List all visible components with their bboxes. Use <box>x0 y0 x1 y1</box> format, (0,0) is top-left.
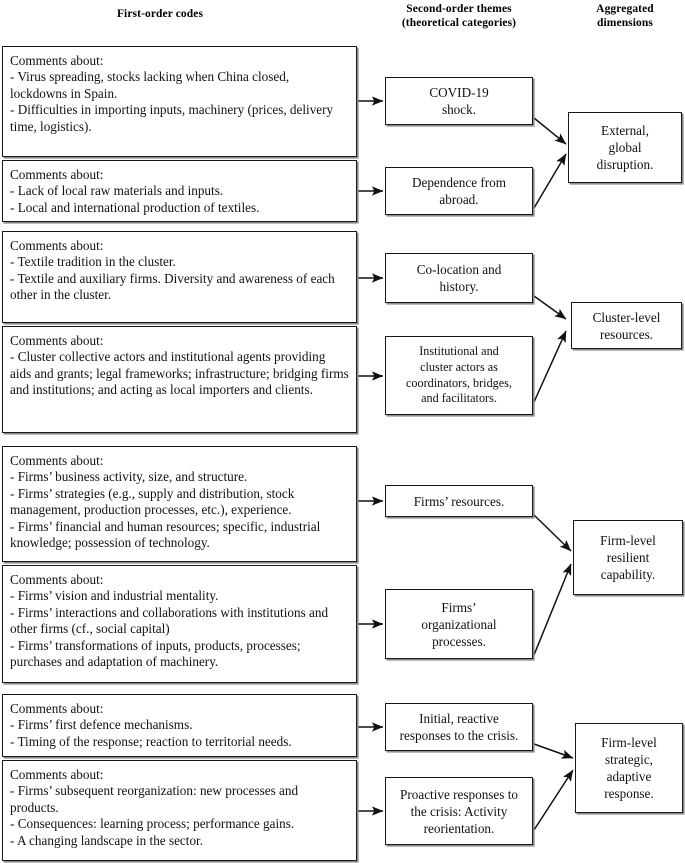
second-order-theme-text: Co-location and history. <box>416 262 502 294</box>
aggregated-dimension-box: Cluster-level resources. <box>571 302 682 349</box>
aggregated-dimension-text: External, global disruption. <box>596 123 654 172</box>
first-order-code-box: Comments about: - Firms’ subsequent reor… <box>2 760 357 861</box>
second-order-theme-box: Dependence from abroad. <box>385 167 533 215</box>
second-order-theme-box: COVID-19 shock. <box>385 77 533 125</box>
first-order-code-text: Comments about: - Lack of local raw mate… <box>10 167 260 215</box>
second-order-theme-text: Dependence from abroad. <box>411 175 507 207</box>
second-order-theme-box: Firms’ organizational processes. <box>385 589 533 659</box>
first-order-code-text: Comments about: - Cluster collective act… <box>10 333 349 398</box>
second-order-theme-text: COVID-19 shock. <box>429 85 489 117</box>
second-order-theme-text: Firms’ organizational processes. <box>421 599 497 649</box>
aggregated-dimension-box: Firm-level resilient capability. <box>573 520 683 595</box>
link-so5-ag3 <box>533 514 572 552</box>
second-order-theme-box: Proactive responses to the crisis: Activ… <box>385 777 533 845</box>
link-so4-ag2 <box>533 330 567 403</box>
first-order-code-box: Comments about: - Firms’ vision and indu… <box>2 565 357 683</box>
first-order-code-box: Comments about: - Firms’ first defence m… <box>2 694 357 757</box>
link-so2-ag1 <box>533 153 567 209</box>
second-order-theme-box: Institutional and cluster actors as coor… <box>385 336 533 415</box>
first-order-code-text: Comments about: - Firms’ subsequent reor… <box>10 767 299 848</box>
aggregated-dimension-box: External, global disruption. <box>568 112 682 183</box>
second-order-theme-box: Co-location and history. <box>385 253 533 303</box>
link-so6-ag3 <box>533 563 572 656</box>
first-order-code-box: Comments about: - Firms’ business activi… <box>2 446 357 562</box>
second-order-theme-text: Institutional and cluster actors as coor… <box>406 344 512 406</box>
aggregated-dimension-box: Firm-level strategic, adaptive response. <box>575 723 683 813</box>
first-order-code-box: Comments about: - Virus spreading, stock… <box>2 46 357 157</box>
second-order-theme-box: Firms’ resources. <box>385 485 533 517</box>
link-so8-ag4 <box>533 769 574 831</box>
aggregated-dimension-text: Firm-level strategic, adaptive response. <box>601 735 657 801</box>
first-order-code-text: Comments about: - Virus spreading, stock… <box>10 53 334 134</box>
second-order-theme-text: Firms’ resources. <box>413 493 505 509</box>
aggregated-dimension-text: Firm-level resilient capability. <box>600 533 656 582</box>
first-order-code-text: Comments about: - Firms’ business activi… <box>10 453 321 551</box>
column-header-aggregated-dimensions: Aggregated dimensions <box>596 3 654 29</box>
first-order-code-text: Comments about: - Textile tradition in t… <box>10 238 335 303</box>
first-order-code-box: Comments about: - Lack of local raw mate… <box>2 160 357 222</box>
first-order-code-text: Comments about: - Firms’ first defence m… <box>10 701 292 749</box>
aggregated-dimension-text: Cluster-level resources. <box>592 309 661 342</box>
link-so1-ag1 <box>533 117 567 145</box>
column-header-second-order: Second-order themes (theoretical categor… <box>401 3 517 29</box>
first-order-code-box: Comments about: - Textile tradition in t… <box>2 231 357 323</box>
second-order-theme-text: Initial, reactive responses to the crisi… <box>399 711 519 743</box>
first-order-code-text: Comments about: - Firms’ vision and indu… <box>10 572 329 670</box>
second-order-theme-text: Proactive responses to the crisis: Activ… <box>400 786 518 836</box>
column-header-first-order: First-order codes <box>116 8 204 20</box>
second-order-theme-box: Initial, reactive responses to the crisi… <box>385 703 533 751</box>
first-order-code-box: Comments about: - Cluster collective act… <box>2 326 357 433</box>
link-so7-ag4 <box>533 743 574 759</box>
link-so3-ag2 <box>533 295 567 320</box>
